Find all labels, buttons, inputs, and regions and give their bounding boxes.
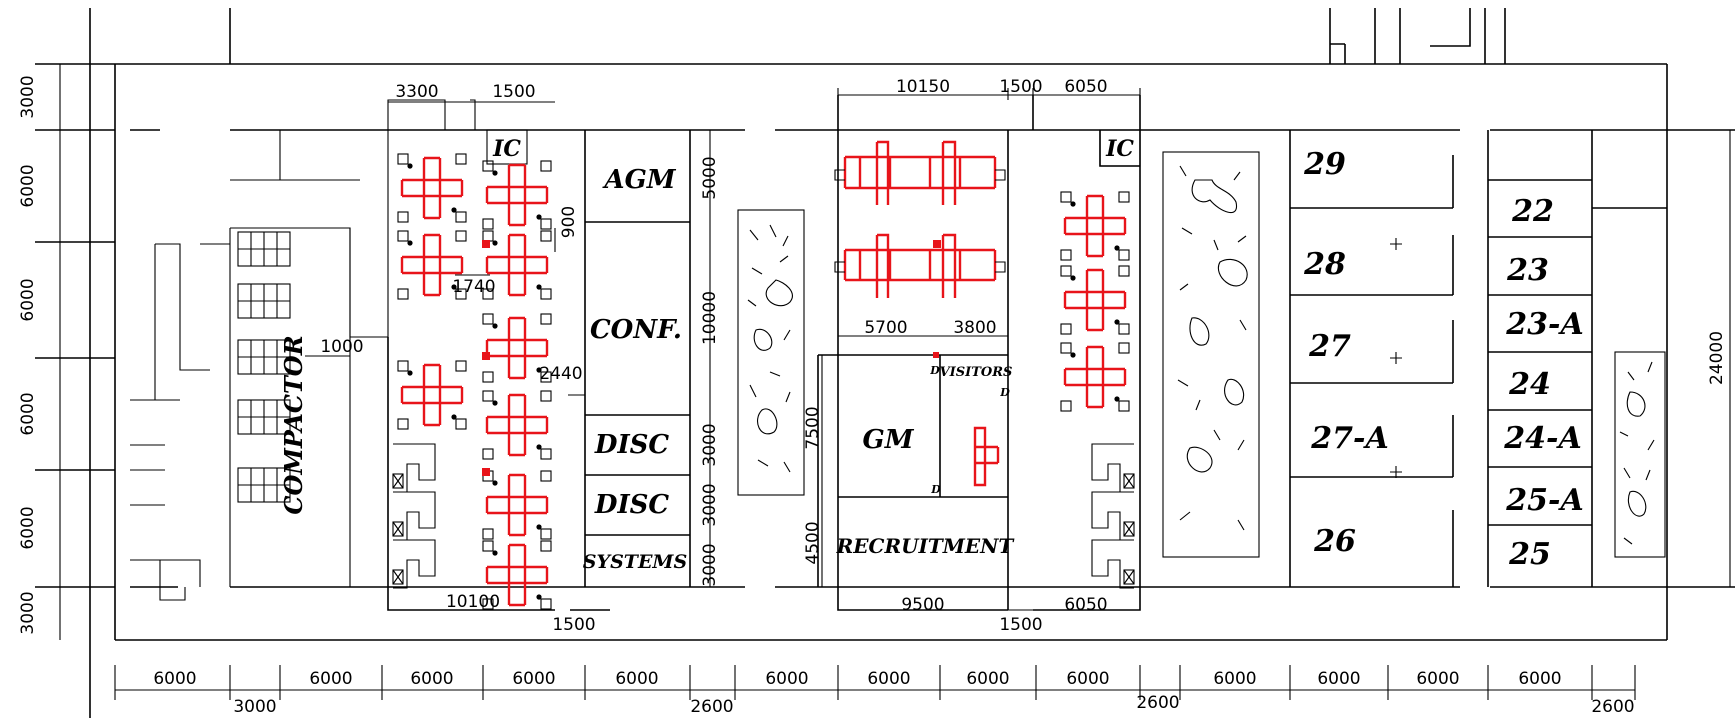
dim-left-1: 3000 [18, 75, 38, 118]
door-d-3: D [930, 483, 941, 496]
door-d-2: D [999, 386, 1010, 399]
dim-bay-6: 6000 [765, 669, 808, 689]
garden-1 [737, 209, 805, 496]
visitors-label: VISITORS [940, 365, 1013, 380]
room-27a: 27-A [1310, 421, 1388, 456]
room-27: 27 [1308, 329, 1351, 364]
dim-7500: 7500 [803, 406, 823, 449]
dim-bay-1: 6000 [153, 669, 196, 689]
systems-label: SYSTEMS [583, 551, 687, 573]
room-28: 28 [1303, 247, 1346, 282]
dim-lower-2600-a: 2600 [690, 697, 733, 717]
dim-5000: 5000 [700, 156, 720, 199]
dim-2440: 2440 [539, 364, 582, 384]
room-23a: 23-A [1505, 307, 1583, 342]
disc2-label: DISC [594, 490, 669, 520]
room-22: 22 [1511, 194, 1554, 229]
dim-4500: 4500 [803, 521, 823, 564]
recruitment-label: RECRUITMENT [836, 534, 1016, 558]
right-workstations [1059, 190, 1135, 589]
dim-bay-9: 6000 [1066, 669, 1109, 689]
dim-left-5: 6000 [18, 506, 38, 549]
dimension-labels: 3300 1500 10150 1500 6050 900 1740 1000 … [18, 75, 1727, 717]
disc1-label: DISC [594, 430, 669, 460]
room-29: 29 [1303, 147, 1346, 182]
dim-900: 900 [559, 206, 579, 238]
compactor-label: COMPACTOR [279, 335, 308, 514]
room-23: 23 [1506, 253, 1549, 288]
garden-3 [1614, 351, 1666, 558]
dim-1000: 1000 [320, 337, 363, 357]
numbered-rooms: 29 28 27 27-A 26 22 23 23-A 24 24-A 25-A… [1289, 130, 1667, 587]
dim-3000-c: 3000 [700, 543, 720, 586]
room-24a: 24-A [1503, 421, 1581, 456]
gm-label: GM [863, 425, 915, 455]
dimension-lines [59, 64, 1731, 700]
dim-3000-a: 3000 [700, 423, 720, 466]
garden-2 [1162, 151, 1260, 558]
corridor-walls [130, 129, 1667, 588]
dim-lower-3000: 3000 [233, 697, 276, 717]
dim-left-3: 6000 [18, 278, 38, 321]
conf-label: CONF. [590, 315, 682, 345]
dim-bay-4: 6000 [512, 669, 555, 689]
dim-left-2: 6000 [18, 164, 38, 207]
dim-bay-11: 6000 [1317, 669, 1360, 689]
dim-right-24000: 24000 [1707, 331, 1727, 385]
compactor-cabinets: COMPACTOR [237, 231, 308, 515]
dim-bay-5: 6000 [615, 669, 658, 689]
dim-left-6: 3000 [18, 591, 38, 634]
dim-bottom-9500: 9500 [901, 595, 944, 615]
outer-walls [35, 8, 1735, 718]
dim-bay-3: 6000 [410, 669, 453, 689]
dim-top-6050: 6050 [1064, 77, 1107, 97]
dim-bay-12: 6000 [1416, 669, 1459, 689]
dim-lower-2600-b: 2600 [1136, 693, 1179, 713]
room-25: 25 [1508, 537, 1551, 572]
dim-bay-2: 6000 [309, 669, 352, 689]
room-24: 24 [1508, 367, 1551, 402]
dim-bay-7: 6000 [867, 669, 910, 689]
door-d-1: D [929, 364, 940, 377]
dim-5700: 5700 [864, 318, 907, 338]
left-service-area [130, 99, 476, 601]
dim-3800: 3800 [953, 318, 996, 338]
dim-1740: 1740 [452, 277, 495, 297]
dim-bottom-10100: 10100 [446, 592, 500, 612]
left-offices: AGM CONF. DISC DISC SYSTEMS [583, 165, 687, 573]
dim-bottom-1500-right: 1500 [999, 615, 1042, 635]
dim-bay-8: 6000 [966, 669, 1009, 689]
ic-right-label: IC [1105, 136, 1134, 162]
dim-bay-10: 6000 [1213, 669, 1256, 689]
dim-lower-2600-c: 2600 [1591, 697, 1634, 717]
dim-left-4: 6000 [18, 392, 38, 435]
ic-left-label: IC [492, 136, 521, 162]
dim-10000: 10000 [700, 291, 720, 345]
dim-top-1500-right: 1500 [999, 77, 1042, 97]
room-26: 26 [1313, 524, 1356, 559]
room-25a: 25-A [1505, 483, 1583, 518]
dim-top-10150: 10150 [896, 77, 950, 97]
dim-3000-b: 3000 [700, 483, 720, 526]
dim-bottom-1500-left: 1500 [552, 615, 595, 635]
dim-top-1500-left: 1500 [492, 82, 535, 102]
dim-bottom-6050: 6050 [1064, 595, 1107, 615]
dim-top-3300: 3300 [395, 82, 438, 102]
agm-label: AGM [601, 165, 676, 195]
center-block: IC GM VISITORS RECRUITMENT D D D [817, 95, 1141, 611]
dim-bay-13: 6000 [1518, 669, 1561, 689]
